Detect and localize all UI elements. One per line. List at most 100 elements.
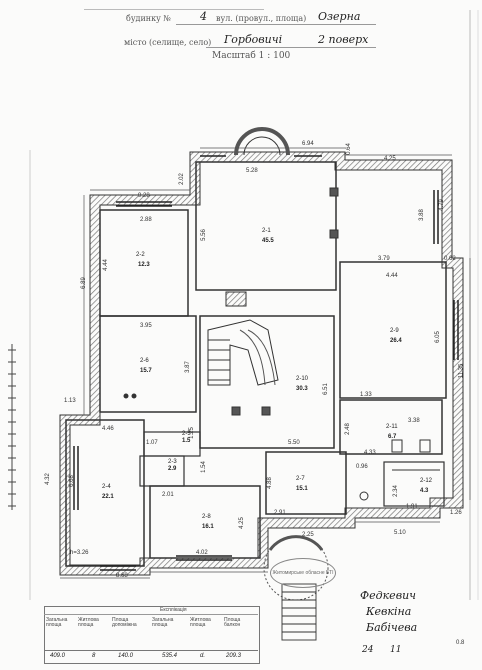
- dim-label: 1.91: [406, 504, 418, 510]
- header-building-number: 4: [200, 10, 207, 23]
- room-id: 2-7: [296, 476, 305, 482]
- room-id: 2-9: [390, 328, 399, 334]
- room-id: 2-11: [386, 424, 398, 430]
- room-id: 2-1: [262, 228, 271, 234]
- header-street-value: Озерна: [318, 10, 361, 23]
- explication-table: [44, 606, 260, 664]
- room-area: 15.7: [140, 368, 152, 374]
- dim-label: 3.88: [418, 209, 425, 221]
- dim-label: 1.13: [64, 398, 76, 404]
- dim-label: 5.10: [394, 530, 406, 536]
- header-floor: 2 поверх: [318, 33, 369, 46]
- room-area: 16.1: [202, 524, 214, 530]
- dim-label: 4.88: [266, 477, 273, 489]
- table-header: Площа балкон: [224, 617, 241, 628]
- room-id: 2-8: [202, 514, 211, 520]
- dim-label: 4.46: [102, 426, 114, 432]
- header-city-label: місто (селище, село): [124, 38, 212, 47]
- room-area: 45.5: [262, 238, 274, 244]
- table-title: Експлікація: [160, 607, 187, 613]
- dim-label: 2.25: [302, 532, 314, 538]
- table-header: Площа допоміжна: [112, 617, 137, 628]
- dim-label: 4.25: [384, 156, 396, 162]
- dim-label: 3.79: [378, 256, 390, 262]
- dim-label: 11.35: [458, 363, 465, 379]
- dim-label: 8.68: [116, 573, 128, 579]
- dim-label: 3.95: [140, 323, 152, 329]
- room-area: 15.1: [296, 486, 308, 492]
- footer-corner-number: 0.8: [456, 640, 465, 646]
- dim-label: 2.91: [274, 510, 286, 516]
- dim-label: 2.88: [140, 217, 152, 223]
- dim-label: 4.44: [102, 259, 109, 271]
- outer-wall: [59, 151, 464, 576]
- table-value: 8: [92, 653, 96, 659]
- table-value: 535.4: [162, 653, 178, 659]
- footer-date: 24: [362, 645, 374, 655]
- dim-label: 3.38: [408, 418, 420, 424]
- dim-label: 1.07: [146, 440, 158, 446]
- dim-label: 0.96: [356, 464, 368, 470]
- header-underline-1: [176, 24, 376, 25]
- dim-label: 6.68: [68, 475, 75, 487]
- room-area: 22.1: [102, 494, 114, 500]
- header-scale: Масштаб 1 : 100: [212, 51, 291, 61]
- signature-name-3: Бабічева: [366, 621, 418, 634]
- header-underline-2: [206, 47, 376, 48]
- dim-label: 5.50: [288, 440, 300, 446]
- room-area: 2.9: [168, 466, 177, 472]
- room-id: 2-4: [102, 484, 111, 490]
- room-area: 1.5: [182, 438, 191, 444]
- room-id: 2-6: [140, 358, 149, 364]
- header-street-label: вул. (провул., площа): [216, 14, 307, 23]
- room-id: 2-12: [420, 478, 433, 484]
- dim-label: 9.28: [138, 193, 150, 199]
- table-header: Загальна площа: [46, 617, 68, 628]
- dim-label: 6.89: [80, 277, 87, 289]
- dim-label: 1.33: [360, 392, 372, 398]
- dim-label: 5.56: [200, 229, 207, 241]
- signature-name-1: Федкевич: [360, 589, 417, 602]
- dim-label: 2.02: [178, 173, 185, 185]
- room-area: 30.3: [296, 386, 308, 392]
- dim-label: 3.87: [184, 361, 191, 373]
- dim-label: 1.26: [450, 510, 462, 516]
- dim-label: h=3.26: [70, 550, 89, 556]
- dim-label: 2.34: [392, 485, 399, 497]
- room-area: 4.3: [420, 488, 429, 494]
- footer-page: 11: [390, 645, 402, 655]
- table-value: 140.0: [118, 653, 134, 659]
- table-header: Житлова площа: [190, 617, 211, 628]
- room-id: 2-5: [182, 431, 191, 437]
- dim-label: 4.79: [438, 199, 445, 211]
- dim-label: 4.44: [386, 273, 398, 279]
- table-value: 209.3: [226, 653, 242, 659]
- header-city-value: Горбовичі: [224, 33, 283, 46]
- table-value: 409.0: [50, 653, 66, 659]
- table-divider: [44, 650, 258, 651]
- header-top-line: [84, 3, 264, 10]
- room-area: 12.3: [138, 262, 150, 268]
- table-value: d.: [200, 653, 206, 659]
- office-stamp: Житомирське обласне БТІ: [270, 558, 336, 588]
- signature-name-2: Кевкіна: [366, 605, 412, 618]
- table-divider: [44, 614, 258, 615]
- room-id: 2-10: [296, 376, 309, 382]
- header-building-label: будинку №: [126, 14, 171, 23]
- dim-label: 6.94: [302, 141, 314, 147]
- dim-label: 4.02: [196, 550, 208, 556]
- dim-label: 2.01: [162, 492, 174, 498]
- room-area: 26.4: [390, 338, 402, 344]
- room-id: 2-2: [136, 252, 145, 258]
- dim-label: 1.54: [200, 461, 207, 473]
- dim-label: 6.05: [434, 331, 441, 343]
- dim-label: 6.51: [322, 383, 329, 395]
- dim-label: 0.62: [444, 256, 456, 262]
- dim-label: 0.64: [345, 143, 352, 155]
- dim-label: 2.48: [344, 423, 351, 435]
- room-id: 2-3: [168, 459, 177, 465]
- dim-label: 4.33: [364, 450, 376, 456]
- dim-label: 4.32: [44, 473, 51, 485]
